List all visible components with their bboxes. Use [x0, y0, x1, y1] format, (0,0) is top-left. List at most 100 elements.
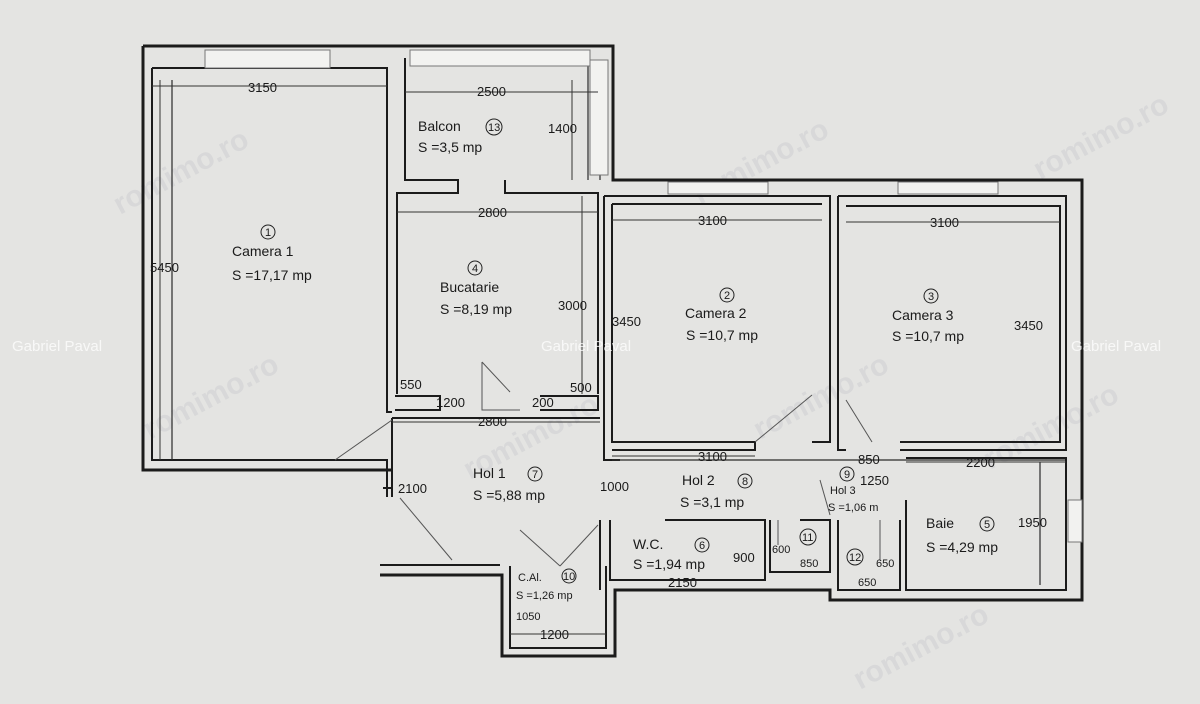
watermark-right: Gabriel Paval	[1071, 338, 1161, 355]
door-swing	[559, 524, 599, 567]
dimension-lines	[152, 80, 1066, 635]
dim-label: 3150	[248, 80, 277, 95]
door-swing	[845, 399, 873, 443]
doors	[334, 361, 881, 567]
window	[1067, 499, 1083, 543]
room-name: Baie	[926, 515, 954, 531]
room-number: 5	[984, 519, 990, 531]
room-number-circle	[561, 568, 577, 584]
room-number-circle	[979, 516, 995, 532]
room-number-circle	[846, 548, 864, 566]
windows	[204, 49, 1083, 543]
room-name: W.C.	[633, 536, 663, 552]
room-area: S =10,7 mp	[892, 328, 964, 344]
watermark-center: Gabriel Paval	[541, 338, 631, 355]
room-labels: 1 Camera 1 S =17,17 mp Balcon 13 S =3,5 …	[232, 118, 998, 602]
room-number: 3	[928, 291, 934, 303]
dim-label: 200	[532, 395, 554, 410]
dim-label: 550	[400, 377, 422, 392]
dim-label: 600	[772, 544, 790, 556]
room-number: 11	[802, 532, 813, 544]
window	[204, 49, 331, 69]
dimension-labels: 3150 5450 2500 1400 2800 3000 550 1200 2…	[150, 80, 1047, 642]
dim-label: 2800	[478, 414, 507, 429]
window	[897, 181, 999, 195]
window	[667, 181, 769, 195]
dim-label: 3100	[698, 449, 727, 464]
dim-label: 3000	[558, 298, 587, 313]
room-number-circle	[694, 537, 710, 553]
room-name: Bucatarie	[440, 279, 499, 295]
door-swing	[399, 497, 453, 561]
room-number: 4	[472, 263, 478, 275]
dim-label: 850	[800, 558, 818, 570]
room-number: 6	[699, 540, 705, 552]
room-name: Hol 1	[473, 465, 506, 481]
dim-label: 2500	[477, 84, 506, 99]
door-swing	[334, 419, 393, 461]
room-number-circle	[839, 466, 855, 482]
room-area: S =17,17 mp	[232, 267, 312, 283]
walls	[141, 44, 1084, 658]
room-area: S =8,19 mp	[440, 301, 512, 317]
dim-label: 1200	[436, 395, 465, 410]
room-number-circle	[467, 260, 483, 276]
dim-label: 3450	[612, 314, 641, 329]
room-name: Camera 1	[232, 243, 294, 259]
room-number-circle	[527, 466, 543, 482]
dim-label: 3450	[1014, 318, 1043, 333]
window	[409, 49, 591, 67]
door-swing	[519, 529, 561, 567]
room-name: Hol 2	[682, 472, 715, 488]
room-area: S =10,7 mp	[686, 327, 758, 343]
room-area: S =1,94 mp	[633, 556, 705, 572]
room-number: 9	[844, 469, 850, 481]
room-number-circle	[799, 528, 817, 546]
room-number: 7	[532, 469, 538, 481]
watermark-left: Gabriel Paval	[12, 338, 102, 355]
room-number-circle	[737, 473, 753, 489]
room-number-circle	[719, 287, 735, 303]
dim-label: 2800	[478, 205, 507, 220]
room-name: Balcon	[418, 118, 461, 134]
room-area: S =1,06 m	[828, 502, 878, 514]
dim-label: 650	[858, 577, 876, 589]
dim-label: 1950	[1018, 515, 1047, 530]
dim-label: 1200	[540, 627, 569, 642]
dim-label: 2150	[668, 575, 697, 590]
room-number: 10	[563, 571, 575, 583]
door-swing	[754, 394, 813, 443]
room-number: 12	[849, 552, 861, 564]
room-name: C.Al.	[518, 572, 542, 584]
room-number: 8	[742, 476, 748, 488]
dim-label: 1000	[600, 479, 629, 494]
room-area: S =4,29 mp	[926, 539, 998, 555]
dim-label: 3100	[930, 215, 959, 230]
room-number-circle	[260, 224, 276, 240]
dim-label: 5450	[150, 260, 179, 275]
door-swing	[819, 479, 831, 516]
dim-label: 1050	[516, 611, 540, 623]
room-area: S =5,88 mp	[473, 487, 545, 503]
room-number: 1	[265, 227, 271, 239]
dim-label: 850	[858, 452, 880, 467]
door-swing	[481, 361, 511, 393]
room-area: S =1,26 mp	[516, 590, 573, 602]
dim-label: 650	[876, 558, 894, 570]
dim-label: 2200	[966, 455, 995, 470]
dim-label: 3100	[698, 213, 727, 228]
room-name: Camera 2	[685, 305, 747, 321]
room-number: 13	[488, 122, 500, 134]
window	[589, 59, 609, 176]
room-area: S =3,5 mp	[418, 139, 482, 155]
door-swing	[481, 362, 520, 411]
room-area: S =3,1 mp	[680, 494, 744, 510]
name-watermarks: Gabriel Paval Gabriel Paval Gabriel Pava…	[12, 338, 1161, 355]
dim-label: 1400	[548, 121, 577, 136]
dim-label: 2100	[398, 481, 427, 496]
room-name: Camera 3	[892, 307, 954, 323]
dim-label: 500	[570, 380, 592, 395]
dim-label: 900	[733, 550, 755, 565]
room-number-circle	[923, 288, 939, 304]
